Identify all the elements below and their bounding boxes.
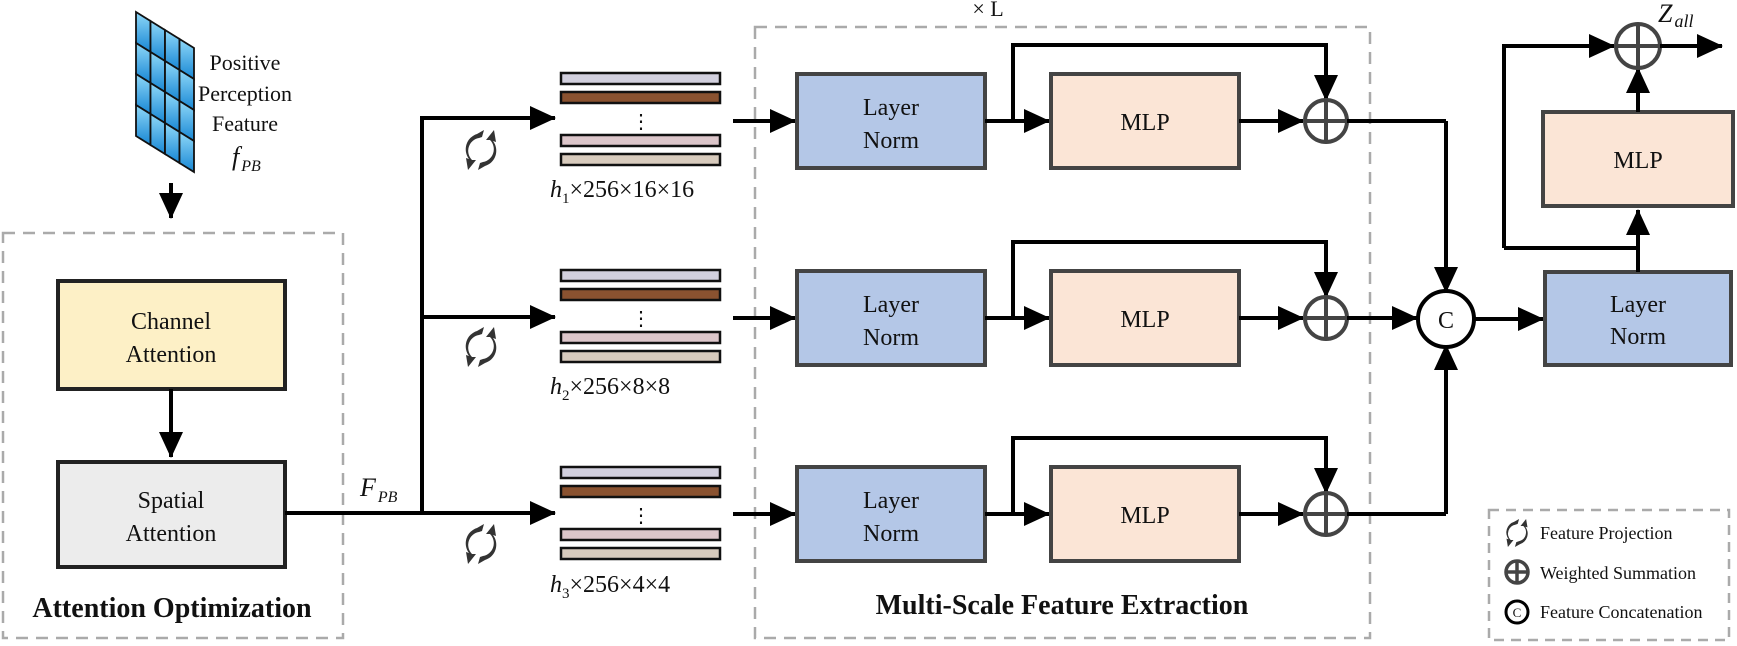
branch-1-dims: h1×256×16×16 xyxy=(550,177,694,207)
token-strip xyxy=(559,152,722,167)
token-strip xyxy=(559,465,722,480)
attention-optimization-frame xyxy=(1,231,345,640)
token-strip xyxy=(559,349,722,364)
token-strip xyxy=(559,90,722,105)
head-mlp-label: MLP xyxy=(1613,148,1662,174)
legend-feature-concatenation-label: Feature Concatenation xyxy=(1540,602,1702,622)
head-residual-connector xyxy=(1502,46,1638,250)
token-strip xyxy=(559,268,722,283)
svg-text:C: C xyxy=(1513,605,1522,620)
spatial-attention-box xyxy=(56,460,287,569)
token-strip xyxy=(559,330,722,345)
ellipsis: ⋮ xyxy=(631,308,651,330)
channel-attention-box xyxy=(56,279,287,391)
repeat-label: × L xyxy=(972,0,1003,21)
legend-weighted-summation-label: Weighted Summation xyxy=(1540,563,1696,583)
layer-norm-line2: Norm xyxy=(863,128,919,154)
token-strip xyxy=(559,546,722,561)
feature-projection-icon xyxy=(465,327,497,367)
branch-2-dims: h2×256×8×8 xyxy=(550,374,670,404)
token-strips: ⋮ ⋮ ⋮ xyxy=(559,71,722,561)
head-layer-norm-box xyxy=(1543,270,1733,367)
token-strip xyxy=(559,133,722,148)
legend-feature-projection-label: Feature Projection xyxy=(1540,523,1672,543)
multi-scale-title: Multi-Scale Feature Extraction xyxy=(876,590,1249,621)
channel-attention-line2: Attention xyxy=(126,342,217,368)
mlp-label: MLP xyxy=(1120,110,1169,136)
mlp-box xyxy=(1049,72,1241,170)
feature-projection-icon xyxy=(465,130,497,170)
multi-scale-frame xyxy=(753,25,1372,640)
feature-projection-icon xyxy=(465,524,497,564)
legend-frame xyxy=(1487,508,1731,642)
residual-connector xyxy=(1011,240,1328,318)
input-label-line2: Perception xyxy=(198,81,292,106)
legend-feature-projection-icon xyxy=(1506,519,1528,547)
token-strip xyxy=(559,287,722,302)
layer-norm-line1: Layer xyxy=(863,95,919,121)
mlp-label: MLP xyxy=(1120,307,1169,333)
layer-norm-line2: Norm xyxy=(863,325,919,351)
legend-feature-concatenation-icon: C xyxy=(1504,599,1530,625)
positive-perception-feature-grid xyxy=(135,10,195,174)
token-strip xyxy=(559,527,722,542)
attention-optimization-title: Attention Optimization xyxy=(32,593,312,624)
input-label-line3: Feature xyxy=(212,111,278,136)
mlp-box xyxy=(1049,269,1241,367)
legend-weighted-summation-icon xyxy=(1504,559,1530,585)
head-layer-norm-line2: Norm xyxy=(1610,324,1666,350)
ellipsis: ⋮ xyxy=(631,505,651,527)
residual-connector xyxy=(1011,43,1328,121)
layer-norm-line1: Layer xyxy=(863,292,919,318)
concat-symbol: C xyxy=(1438,308,1454,334)
input-label-line1: Positive xyxy=(210,50,281,75)
layer-norm-line1: Layer xyxy=(863,488,919,514)
trunk-connectors xyxy=(285,118,424,515)
layer-norm-box xyxy=(795,269,987,367)
spatial-attention-line2: Attention xyxy=(126,521,217,547)
token-strip xyxy=(559,484,722,499)
branch-3-dims: h3×256×4×4 xyxy=(550,572,670,602)
feature-grid-cell xyxy=(178,130,195,174)
layer-norm-line2: Norm xyxy=(863,521,919,547)
head-layer-norm-line1: Layer xyxy=(1610,292,1666,318)
head-weighted-sum-node xyxy=(1614,22,1662,70)
ellipsis: ⋮ xyxy=(631,111,651,133)
token-strip xyxy=(559,71,722,86)
spatial-attention-line1: Spatial xyxy=(138,488,205,514)
residual-connector xyxy=(1011,436,1328,514)
channel-attention-line1: Channel xyxy=(131,309,211,335)
mlp-label: MLP xyxy=(1120,503,1169,529)
mlp-box xyxy=(1049,465,1241,563)
